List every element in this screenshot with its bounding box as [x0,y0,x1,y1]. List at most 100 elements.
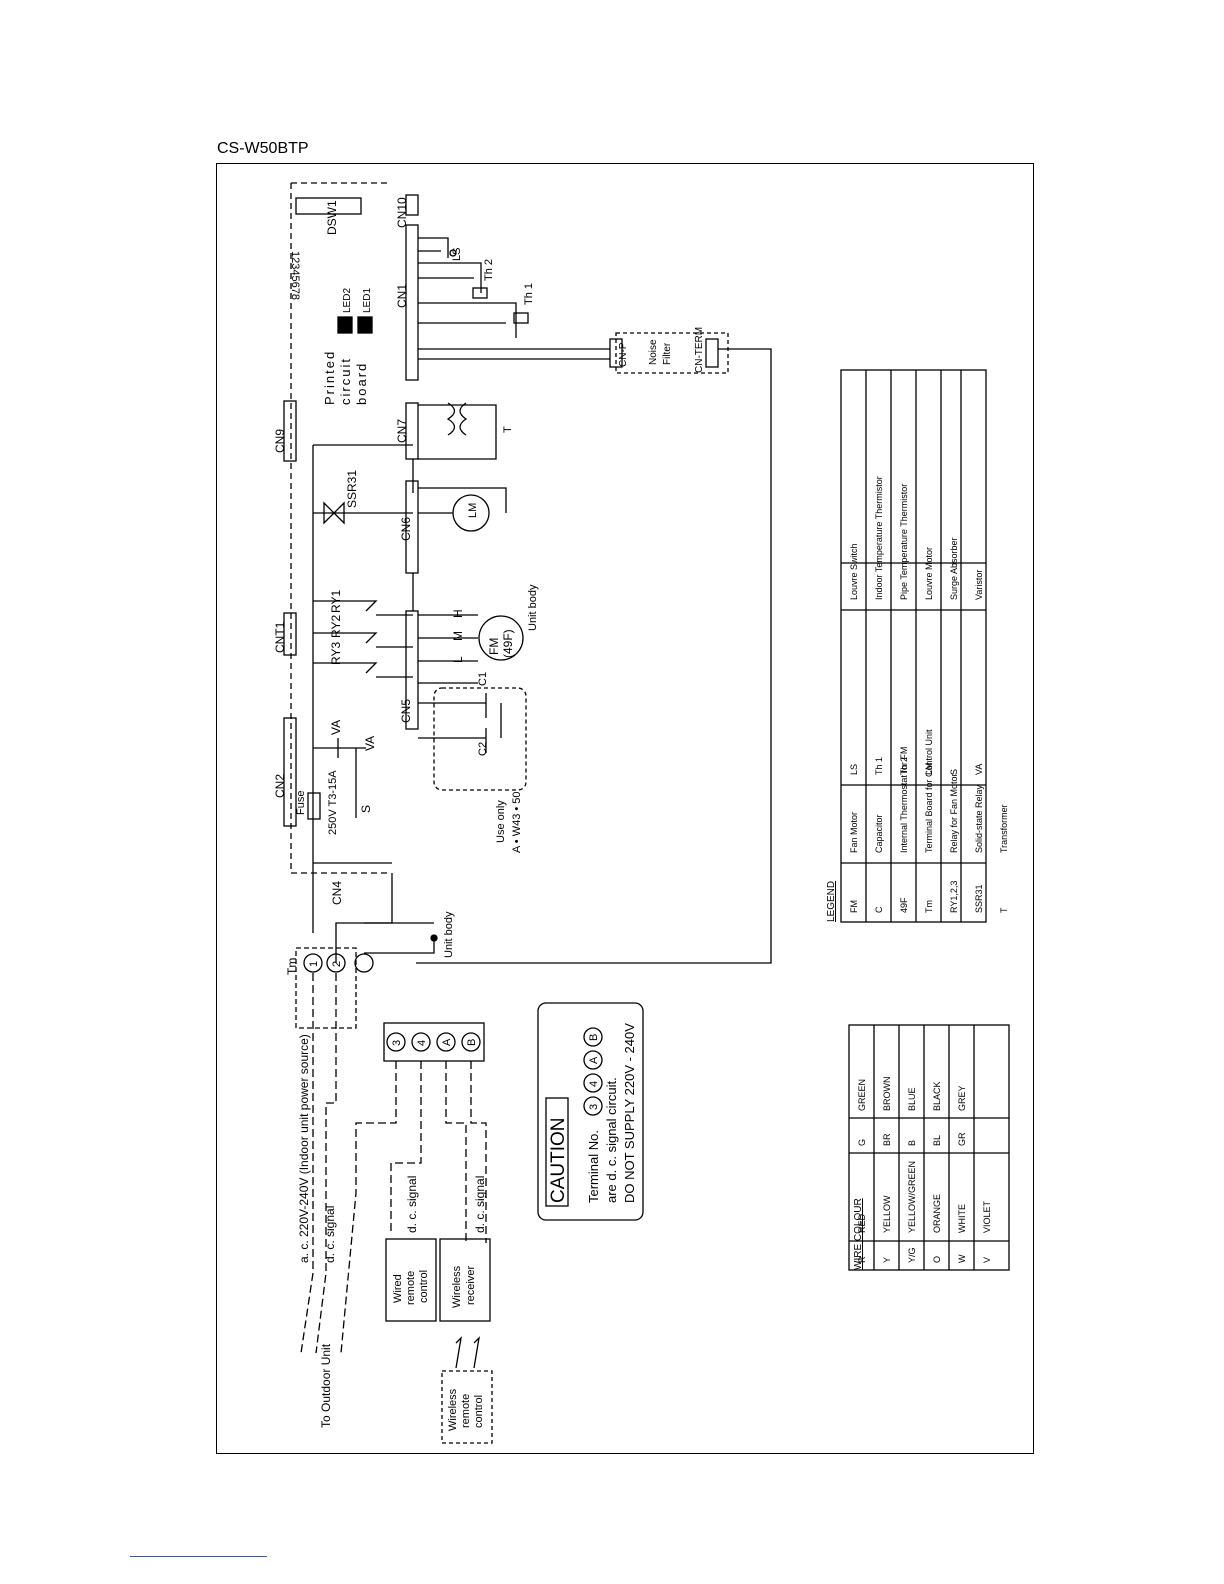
wire-colour-row-3-col-1: ORANGE [932,1194,942,1233]
wire-colour-row-4-col-3: GREY [957,1085,967,1111]
cnt1-label: CNT1 [273,621,287,653]
wire-colour-row-0-col-2: G [857,1139,867,1146]
legend-row-2-col-1: Internal Thermostat for FM [899,747,909,853]
cnt1-connector [283,612,297,656]
wireless-remote-label-3: control [473,1395,485,1428]
th1-label: Th 1 [523,283,535,305]
signal-wire-4 [390,1061,422,1233]
wire-colour-row-1-col-0: Y [882,1257,892,1263]
pcb-label-3: board [354,362,369,405]
terminal-a-label: A [441,1038,453,1046]
louvre-motor-wires [418,487,507,514]
legend-row-5-col-0: SSR31 [974,884,984,913]
ls-wires [418,237,449,258]
legend-row-1-col-2: Th 1 [874,757,884,775]
ssr-label: SSR31 [345,470,359,508]
unit-body-dot [430,934,438,942]
legend-row-6-col-1: Transformer [999,804,1009,853]
dc-signal-label-3: d. c. signal [473,1176,487,1233]
legend-row-3-col-0: Tm [924,900,934,913]
led2-icon [337,316,353,334]
caution-line-1: Terminal No. [586,1130,601,1203]
noise-filter-label-1: Noise [648,339,659,365]
legend-grid [841,370,986,922]
legend-row-0-col-1: Fan Motor [849,812,859,853]
legend-row-1-col-1: Capacitor [874,814,884,853]
noise-filter-box [615,332,729,374]
noise-filter-wires [416,348,772,964]
ry2-label: RY2 [329,615,343,638]
capacitor-wires [418,693,502,753]
cn7-connector [405,402,419,460]
terminal-4-label: 4 [416,1040,428,1046]
legend-row-4-col-2: S [949,769,959,775]
legend-row-5-col-1: Solid-state Relay [974,784,984,853]
earth-wire [364,922,435,954]
noise-filter-label-2: Filter [662,342,673,365]
wire-colour-row-0-col-1: RED [857,1213,867,1233]
fm-label-2: (49F) [501,629,515,658]
pcb-label-2: circuit [338,357,353,405]
wire-colour-row-5-col-1: VIOLET [982,1200,992,1233]
power-wires [312,873,393,963]
wire-colour-row-2-col-2: B [907,1140,917,1146]
legend-row-4-col-3: Surge Absorber [949,537,959,600]
legend-row-6-col-0: T [999,907,1009,913]
legend-row-1-col-0: C [874,906,884,913]
cn9-label: CN9 [273,429,287,453]
cn5-connector [405,610,419,730]
led1-label: LED1 [362,288,373,313]
ssr-symbol [323,501,345,525]
dsw1-switch [295,197,362,215]
use-only-label-2: A • W43 • 50 [511,791,523,853]
legend-row-3-col-2: LM [924,762,934,775]
legend-row-0-col-2: LS [849,764,859,775]
legend-title: LEGEND [826,881,837,922]
wire-colour-row-3-col-0: O [932,1256,942,1263]
wire-colour-row-5-col-0: V [982,1257,992,1263]
c1-label: C1 [477,672,489,686]
wire-colour-row-2-col-1: YELLOW/GREEN [907,1161,917,1233]
legend-row-5-col-2: VA [974,764,984,775]
legend-table [840,369,987,923]
wired-remote-label-3: control [418,1270,430,1303]
fuse-element [307,792,321,820]
fuse-rating: 250V T3-15A [327,770,339,835]
signal-wire-ab [445,1061,487,1243]
model-title: CS-W50BTP [217,140,309,157]
cn5-label: CN5 [399,699,413,723]
fan-motor-wires [418,614,478,684]
wiring-diagram: CN10 CN1 CN7 CN6 CN5 CN9 CNT1 CN2 CN4 DS… [273,182,1010,1444]
terminal-block [295,947,357,1029]
legend-row-1-col-3: Indoor Temperature Thermistor [874,476,884,600]
legend-row-2-col-0: 49F [899,897,909,913]
cn2-connector [283,717,297,827]
legend-row-0-col-3: Louvre Switch [849,543,859,600]
terminal-1-label: 1 [308,961,320,967]
speed-l-label: L [451,656,465,663]
ry1-label: RY1 [329,590,343,613]
outdoor-power-wire [300,973,337,1354]
wire-colour-row-1-col-2: BR [882,1133,892,1146]
wire-colour-row-1-col-3: BROWN [882,1077,892,1112]
legend-row-3-col-1: Terminal Board for Control Unit [924,729,934,853]
wire-colour-title: WIRE COLOUR [853,1198,864,1270]
legend-row-3-col-3: Louvre Motor [924,547,934,600]
cn7-label: CN7 [395,419,409,443]
wired-remote-label-2: remote [405,1271,417,1305]
wireless-remote-box [441,1370,493,1444]
footer-rule [130,1556,267,1557]
varistor-label-2: VA [363,736,377,751]
terminal-1-icon [303,953,323,973]
power-source-label: a. c. 220V-240V (Indoor unit power sourc… [297,1034,311,1263]
wire-colour-row-2-col-0: Y/G [907,1247,917,1263]
wire-colour-row-4-col-2: GR [957,1132,967,1146]
caution-title-box [545,1097,569,1207]
wire-colour-row-0-col-0: R [857,1256,867,1263]
ls-label: LS [451,248,463,261]
wire-colour-grid [849,1025,1009,1270]
fm-label-1: FM [487,638,501,655]
wire-colour-row-2-col-3: BLUE [907,1087,917,1111]
speed-h-label: H [451,609,465,618]
wire-colour-table [848,1024,1010,1271]
